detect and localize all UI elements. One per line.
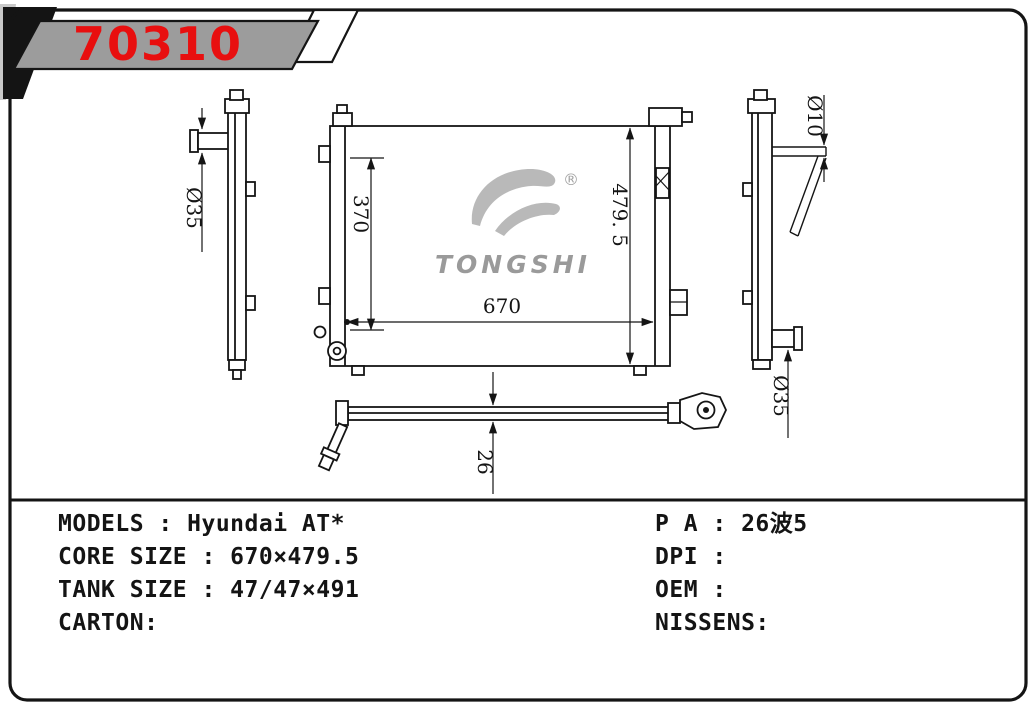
spec-nissens: NISSENS: — [655, 610, 770, 636]
part-number: 70310 — [73, 17, 243, 71]
dim-right-pipe-top-diameter: Ø10 — [803, 95, 827, 137]
spec-col-left: MODELS : Hyundai AT* CORE SIZE : 670×479… — [58, 512, 655, 636]
dim-left-pipe-diameter: Ø35 — [182, 187, 206, 229]
spec-models: MODELS : Hyundai AT* — [58, 511, 345, 537]
ribbon-body — [12, 19, 320, 71]
part-number-banner: 70310 — [12, 8, 360, 71]
registered-mark: ® — [563, 170, 579, 189]
sheet-border — [8, 8, 1028, 702]
spec-dpi: DPI : — [655, 544, 727, 570]
left-side-view: Ø35 — [182, 89, 256, 380]
dim-core-width: 670 — [483, 294, 521, 318]
logo-swoosh-upper — [471, 168, 556, 226]
dim-core-height: 479. 5 — [608, 183, 632, 247]
brand-logo: ® TONGSHI — [435, 168, 591, 279]
spec-tank-size: TANK SIZE : 47/47×491 — [58, 577, 360, 603]
right-side-view: Ø10 Ø35 — [742, 89, 829, 438]
bottom-view: 26 — [317, 372, 727, 494]
spec-col-right: P A : 26波5 DPI : OEM : NISSENS: — [655, 512, 808, 636]
dim-inner-height: 370 — [349, 195, 373, 233]
dim-thickness: 26 — [473, 449, 497, 474]
spec-core-size: CORE SIZE : 670×479.5 — [58, 544, 360, 570]
logo-swoosh-lower — [495, 202, 560, 236]
spec-panel: MODELS : Hyundai AT* CORE SIZE : 670×479… — [58, 512, 1006, 636]
spec-carton: CARTON: — [58, 610, 159, 636]
spec-pa: P A : 26波5 — [655, 511, 808, 537]
front-view-dimensions: 370 670 479. 5 — [344, 127, 654, 365]
brand-name: TONGSHI — [435, 250, 591, 279]
spec-oem: OEM : — [655, 577, 727, 603]
dim-right-pipe-bottom-diameter: Ø35 — [769, 375, 793, 417]
